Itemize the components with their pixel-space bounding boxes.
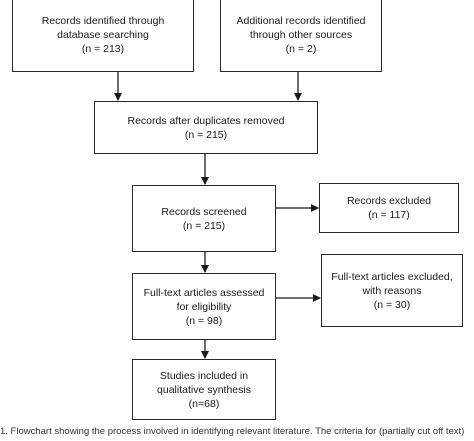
box-records-excluded: Records excluded (n = 117) <box>319 183 459 233</box>
label-count: (n=68) <box>188 397 220 410</box>
box-records-screened: Records screened (n = 215) <box>132 185 276 252</box>
label-line2: database searching <box>57 29 149 41</box>
box-additional-records-identified: Additional records identified through ot… <box>220 0 382 72</box>
label-line1: Full-text articles excluded, <box>331 270 453 283</box>
label-line2: for eligibility <box>176 300 232 313</box>
label-count: (n = 30) <box>373 298 411 311</box>
box-full-text-excluded: Full-text articles excluded, with reason… <box>321 254 463 327</box>
label-line1: Records excluded <box>346 195 432 207</box>
label-line2: with reasons <box>362 284 422 297</box>
label-count: (n = 215) <box>184 128 228 141</box>
label-line2: through other sources <box>249 29 353 41</box>
box-full-text-assessed: Full-text articles assessed for eligibil… <box>132 273 276 340</box>
label-count: (n = 98) <box>185 314 223 327</box>
box-studies-included: Studies included in qualitative synthesi… <box>132 359 276 420</box>
label-count: (n = 117) <box>368 209 410 221</box>
label-line2: qualitative synthesis <box>157 383 251 396</box>
label-line1: Studies included in <box>159 369 249 382</box>
figure-caption: 1. Flowchart showing the process involve… <box>0 426 465 437</box>
label-line1: Records after duplicates removed <box>127 114 285 127</box>
label-line1: Additional records identified <box>236 15 366 27</box>
label-count: (n = 213) <box>81 43 125 55</box>
label-line1: Full-text articles assessed <box>143 286 265 299</box>
label-count: (n = 215) <box>182 219 226 232</box>
box-records-after-duplicates: Records after duplicates removed (n = 21… <box>94 101 318 154</box>
label-line1: Records identified through <box>41 15 165 27</box>
label-count: (n = 2) <box>285 43 317 55</box>
box-records-identified-database: Records identified through database sear… <box>12 0 194 72</box>
label-line1: Records screened <box>161 205 247 218</box>
